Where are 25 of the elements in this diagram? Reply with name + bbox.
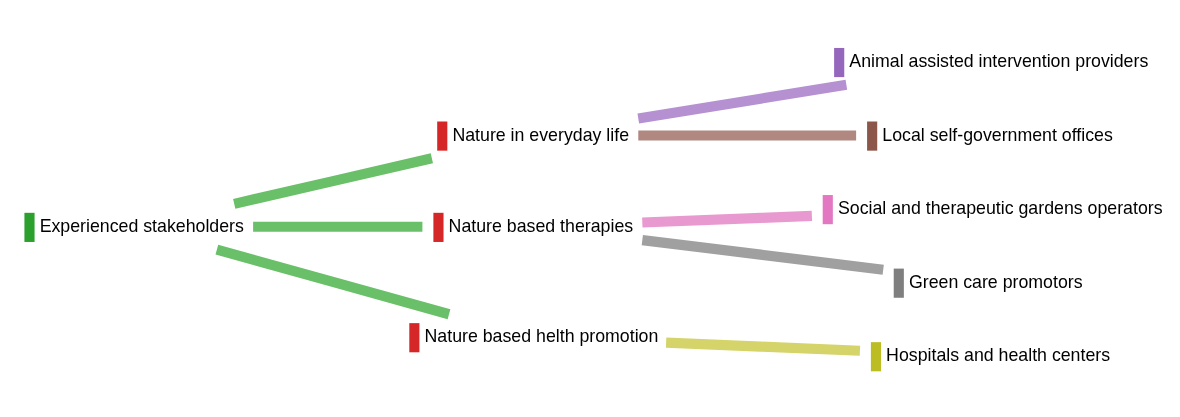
- connector: [641, 234, 884, 275]
- connector: [215, 244, 451, 319]
- node-box: [867, 121, 878, 151]
- node-box: [834, 47, 845, 77]
- node-label: Animal assisted intervention providers: [849, 50, 1149, 71]
- node-label: Nature based helth promotion: [424, 325, 659, 346]
- node-box: [870, 341, 882, 371]
- node-box: [893, 268, 904, 298]
- node-label: Nature in everyday life: [452, 124, 630, 145]
- node-box: [437, 121, 448, 151]
- node-box: [409, 322, 420, 352]
- node-label: Green care promotors: [908, 271, 1083, 292]
- node-box: [822, 194, 833, 224]
- node-box: [433, 212, 444, 242]
- connector: [642, 210, 813, 228]
- node-label: Experienced stakeholders: [39, 215, 244, 236]
- connector: [665, 337, 861, 356]
- node-label: Social and therapeutic gardens operators: [837, 197, 1163, 218]
- node-label: Nature based therapies: [448, 215, 634, 236]
- node-label: Hospitals and health centers: [886, 344, 1111, 365]
- node-label: Local self-government offices: [882, 124, 1113, 145]
- connector: [233, 152, 433, 209]
- connector: [637, 79, 848, 123]
- connector: [638, 129, 857, 140]
- node-box: [24, 212, 35, 242]
